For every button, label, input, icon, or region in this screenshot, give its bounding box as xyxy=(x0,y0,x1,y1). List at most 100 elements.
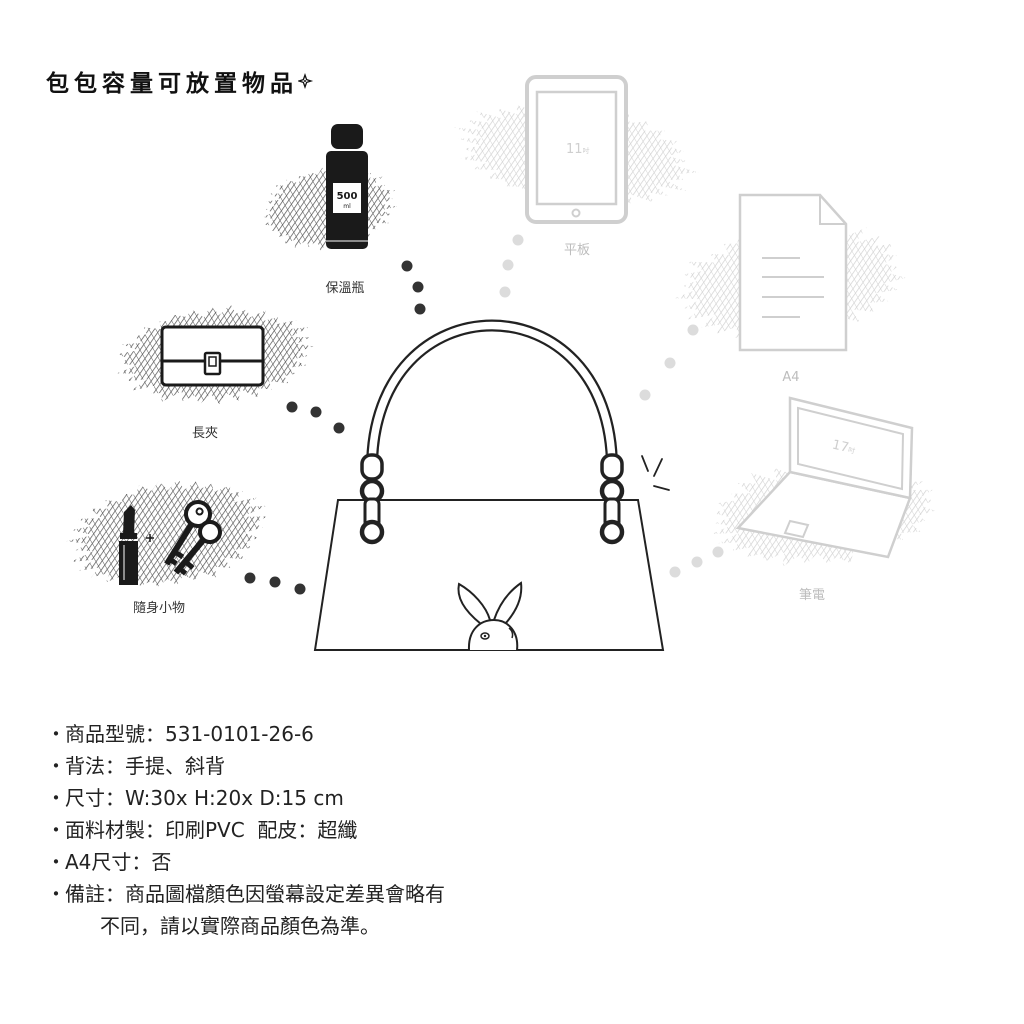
lipstick-tube xyxy=(119,541,138,585)
connector-dot xyxy=(691,556,703,568)
spec-a4: ・ A4尺寸：否 xyxy=(46,846,445,878)
motion-line xyxy=(641,455,649,472)
key-teeth xyxy=(174,550,185,560)
spec-note: ・ 備註：商品圖檔顏色因螢幕設定差異會略有 xyxy=(46,878,445,910)
tablet-size: 11吋 xyxy=(566,142,590,157)
rabbit-pupil xyxy=(483,634,487,638)
rabbit-head xyxy=(467,618,519,651)
accessories-scribble-crosshatch xyxy=(66,478,268,587)
wallet-connector xyxy=(286,401,345,434)
tablet-connector xyxy=(499,234,524,298)
page-title: 包包容量可放置物品 xyxy=(46,64,314,98)
thermos-unit: ml xyxy=(343,203,351,210)
spec-note-continuation: 不同，請以實際商品顏色為準。 xyxy=(100,914,380,938)
connector-dot xyxy=(414,303,426,315)
connector-dot xyxy=(333,422,345,434)
rabbit-left-ear xyxy=(457,582,491,625)
connector-dot xyxy=(294,583,306,595)
thermos-connector xyxy=(401,260,426,315)
laptop-trackpad xyxy=(783,519,810,539)
bullet: ・ xyxy=(46,818,66,842)
spec-text: 尺寸：W:30x H:20x D:15 cm xyxy=(65,786,344,810)
connector-dot xyxy=(712,546,724,558)
handle-tab xyxy=(600,453,624,481)
left-handle-hardware xyxy=(359,453,385,545)
laptop-label-text: 筆電 xyxy=(799,588,825,603)
laptop-screen xyxy=(797,406,905,491)
connector-dot xyxy=(639,389,651,401)
tablet-home-button xyxy=(571,208,581,218)
bullet: ・ xyxy=(46,786,66,810)
key-shaft xyxy=(173,536,207,575)
document-icon xyxy=(738,193,848,352)
spec-model: ・ 商品型號：531-0101-26-6 xyxy=(46,718,445,750)
accessories-connector xyxy=(244,572,306,595)
page-title-text: 包包容量可放置物品 xyxy=(46,71,298,97)
laptop-size-value: 17 xyxy=(831,438,850,456)
document-fold xyxy=(819,195,846,225)
handbag-illustration xyxy=(313,319,670,651)
connector-dot xyxy=(687,324,699,336)
handle-ring xyxy=(599,519,625,545)
laptop-icon: 17吋 xyxy=(735,396,914,559)
a4-label-text: A4 xyxy=(782,370,799,385)
key-teeth xyxy=(185,560,195,570)
handle-ring xyxy=(359,519,385,545)
tablet-screen xyxy=(535,90,618,206)
connector-dot xyxy=(502,259,514,271)
tablet-size-unit: 吋 xyxy=(583,146,590,155)
sparkle-dot xyxy=(304,80,306,82)
handle-tab xyxy=(360,453,384,481)
motion-line xyxy=(653,458,663,477)
bag-handle-inner xyxy=(368,321,616,469)
thermos-label-text: 保溫瓶 xyxy=(325,281,364,296)
bullet: ・ xyxy=(46,722,66,746)
document-sheet xyxy=(738,193,848,352)
rabbit-nose xyxy=(508,627,514,639)
connector-dot xyxy=(664,357,676,369)
connector-dot xyxy=(412,281,424,293)
motion-lines-icon xyxy=(641,455,670,491)
lipstick-icon xyxy=(119,505,138,585)
sparkle-icon xyxy=(298,73,314,89)
laptop-size-unit: 吋 xyxy=(847,445,856,455)
spec-material: ・ 面料材製：印刷PVC 配皮：超纖 xyxy=(46,814,445,846)
tablet-icon: 11吋 xyxy=(525,75,628,224)
laptop-connector xyxy=(669,546,724,578)
bag-handle xyxy=(366,319,618,469)
sparkle-star xyxy=(298,73,314,89)
lipstick-collar xyxy=(120,533,137,539)
keys-icon xyxy=(164,500,222,576)
motion-line xyxy=(653,485,670,491)
plus-icon xyxy=(146,534,154,542)
key-teeth xyxy=(179,567,188,576)
rabbit-eye xyxy=(480,632,490,640)
key-teeth xyxy=(170,558,178,566)
product-specs: ・ 商品型號：531-0101-26-6 ・ 背法：手提、斜背 ・ 尺寸：W:3… xyxy=(46,718,445,942)
wallet-label-text: 長夾 xyxy=(192,426,218,441)
right-handle-hardware xyxy=(599,453,625,545)
connector-dot xyxy=(286,401,298,413)
a4-connector xyxy=(639,324,699,401)
spec-text: 背法：手提、斜背 xyxy=(65,754,225,778)
wallet-icon xyxy=(160,325,265,387)
thermos-cap xyxy=(331,124,363,149)
connector-dot xyxy=(512,234,524,246)
connector-dot xyxy=(401,260,413,272)
spec-text: A4尺寸：否 xyxy=(65,850,172,874)
tablet-label-text: 平板 xyxy=(564,243,590,258)
spec-text: 商品型號：531-0101-26-6 xyxy=(65,722,314,746)
rabbit-logo xyxy=(457,581,523,651)
key-hole xyxy=(195,507,204,516)
tablet-size-value: 11 xyxy=(566,142,583,157)
connector-dot xyxy=(310,406,322,418)
spec-size: ・ 尺寸：W:30x H:20x D:15 cm xyxy=(46,782,445,814)
bullet: ・ xyxy=(46,850,66,874)
lipstick-bullet xyxy=(123,505,135,534)
accessories-label-text: 隨身小物 xyxy=(133,600,185,616)
bullet: ・ xyxy=(46,754,66,778)
thermos-icon: 500 ml xyxy=(326,124,368,249)
spec-text: 備註：商品圖檔顏色因螢幕設定差異會略有 xyxy=(65,882,445,906)
key-icon xyxy=(164,500,212,566)
